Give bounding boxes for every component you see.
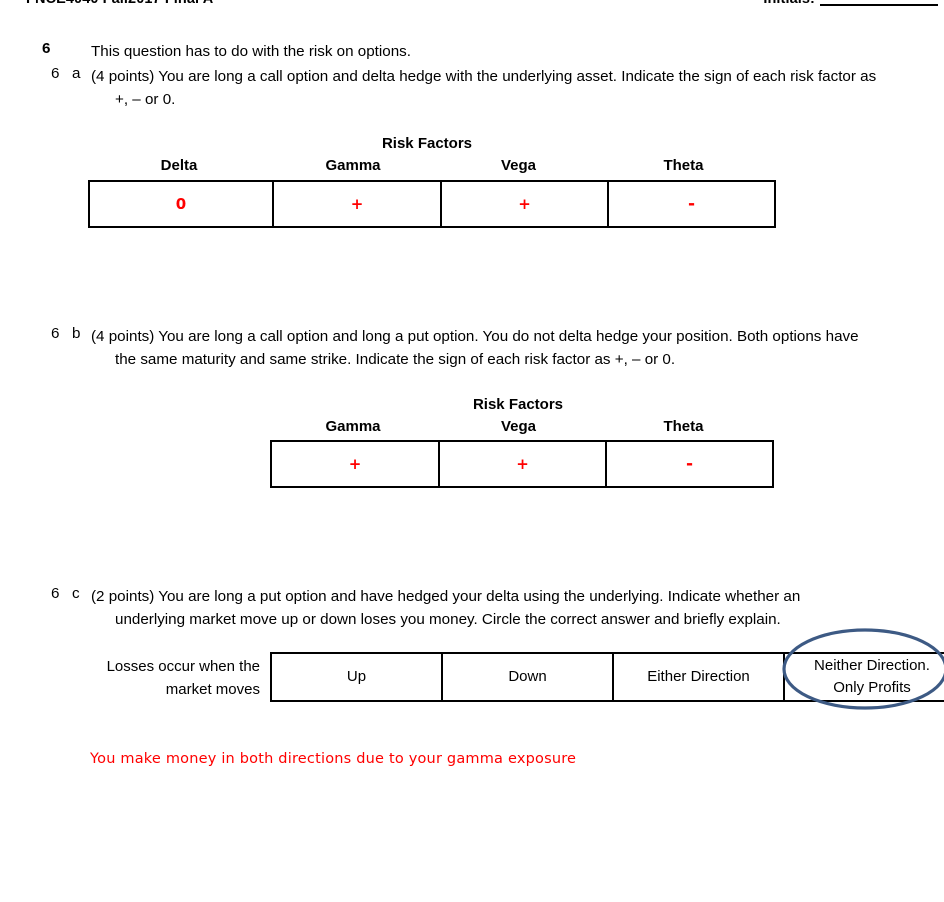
question-6-number: 6 xyxy=(42,40,51,57)
table-b-group-title: Risk Factors xyxy=(472,396,564,413)
table-row: 0 + + - xyxy=(88,180,776,228)
table-b-answers: + + - xyxy=(270,440,774,488)
choice-label-either-direction: Either Direction xyxy=(647,668,750,685)
table-b-answer-vega: + xyxy=(516,455,529,473)
part-c-text-line1: (2 points) You are long a put option and… xyxy=(91,588,801,605)
choice-cell-down[interactable]: Down xyxy=(441,652,614,702)
part-a-number: 6 xyxy=(51,65,60,82)
part-a-text-line1: (4 points) You are long a call option an… xyxy=(91,68,877,85)
header-course-label: FNCE4040 Fall2017 Final A xyxy=(26,0,213,7)
table-a-header-delta: Delta xyxy=(160,157,198,174)
part-c-number: 6 xyxy=(51,585,60,602)
part-a-text-line2: +, – or 0. xyxy=(115,91,176,108)
table-a-group-title: Risk Factors xyxy=(381,135,473,152)
table-c-side-label-line1: Losses occur when the xyxy=(106,658,260,675)
red-handwritten-note: You make money in both directions due to… xyxy=(90,751,577,767)
part-a-letter: a xyxy=(72,65,81,82)
table-a-header-theta: Theta xyxy=(663,157,704,174)
choice-cell-neither-direction[interactable]: Neither Direction. Only Profits xyxy=(783,652,944,702)
header-initials-label: Initials: xyxy=(763,0,938,7)
table-c-choices: Up Down Either Direction Neither Directi… xyxy=(270,652,944,702)
table-c-side-label-line2: market moves xyxy=(165,681,260,698)
part-c-text-line2: underlying market move up or down loses … xyxy=(115,611,781,628)
choice-label-neither-direction-line1: Neither Direction. xyxy=(814,657,930,674)
part-b-number: 6 xyxy=(51,325,60,342)
table-a-cell-theta[interactable]: - xyxy=(607,180,776,228)
page-running-header: FNCE4040 Fall2017 Final A Initials: xyxy=(0,0,944,13)
initials-text: Initials: xyxy=(763,0,815,7)
choice-label-neither-direction-line2: Only Profits xyxy=(833,679,911,696)
table-b-cell-theta[interactable]: - xyxy=(605,440,774,488)
table-b-answer-gamma: + xyxy=(348,455,362,473)
part-b-letter: b xyxy=(72,325,81,342)
table-a-answer-delta: 0 xyxy=(175,195,187,213)
table-a-answer-vega: + xyxy=(518,195,531,213)
choice-label-down: Down xyxy=(508,668,547,685)
table-a-cell-delta[interactable]: 0 xyxy=(88,180,274,228)
initials-blank-line xyxy=(820,4,938,6)
choice-label-up: Up xyxy=(346,668,367,685)
choice-cell-up[interactable]: Up xyxy=(270,652,443,702)
table-b-cell-gamma[interactable]: + xyxy=(270,440,440,488)
part-b-text-line1: (4 points) You are long a call option an… xyxy=(91,328,859,345)
table-c-side-label: Losses occur when the market moves xyxy=(80,655,260,701)
table-b-header-gamma: Gamma xyxy=(325,418,381,435)
table-b-answer-theta: - xyxy=(685,453,694,474)
question-6-intro-text: This question has to do with the risk on… xyxy=(91,43,411,60)
table-a-header-gamma: Gamma xyxy=(325,157,381,174)
table-a-cell-gamma[interactable]: + xyxy=(272,180,442,228)
table-row: + + - xyxy=(270,440,774,488)
table-b-header-vega: Vega xyxy=(500,418,537,435)
table-a-answer-gamma: + xyxy=(350,195,364,213)
table-a-answer-theta: - xyxy=(687,193,696,214)
table-a-header-vega: Vega xyxy=(500,157,537,174)
part-c-letter: c xyxy=(72,585,80,602)
table-a-cell-vega[interactable]: + xyxy=(440,180,609,228)
part-b-text-line2: the same maturity and same strike. Indic… xyxy=(115,351,676,368)
table-b-header-theta: Theta xyxy=(663,418,704,435)
table-a-answers: 0 + + - xyxy=(88,180,776,228)
table-row: Up Down Either Direction Neither Directi… xyxy=(270,652,944,702)
choice-cell-either-direction[interactable]: Either Direction xyxy=(612,652,785,702)
table-b-cell-vega[interactable]: + xyxy=(438,440,607,488)
